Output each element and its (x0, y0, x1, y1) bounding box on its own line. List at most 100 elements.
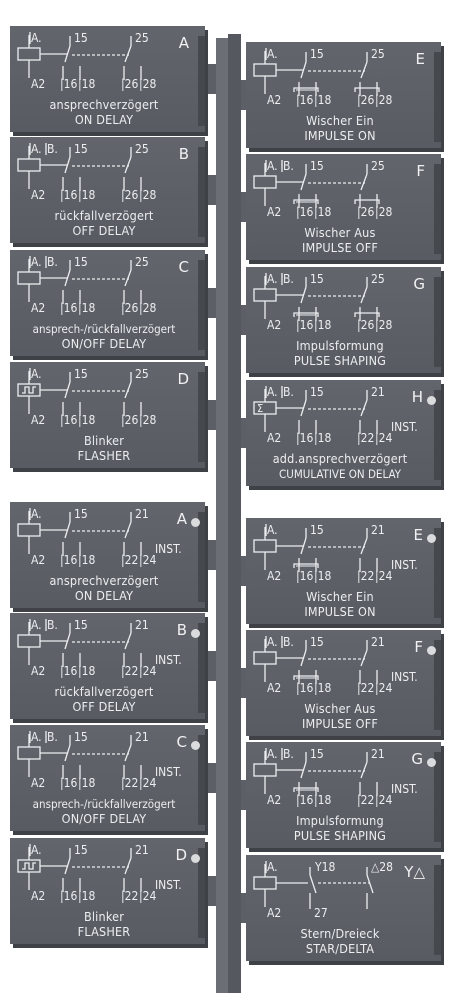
terminal-18: |18 (314, 205, 332, 219)
terminal-a2: A2 (31, 664, 45, 678)
indicator-dot-icon (191, 629, 200, 638)
description-german: rückfallverzögert (54, 684, 154, 699)
terminal-18: |18 (314, 569, 332, 583)
instantaneous-label: INST. (155, 653, 182, 667)
label-edge (434, 390, 441, 480)
indicator-dot-icon (191, 741, 200, 750)
description-english: ON DELAY (74, 112, 134, 127)
terminal-18: |18 (78, 664, 96, 678)
terminal-a1: A. (31, 730, 42, 744)
terminal-second-nc: |26 (121, 413, 139, 427)
terminal-b1: B. (283, 747, 294, 761)
terminal-second-no: |28 (375, 205, 393, 219)
description-german: Stern/Dreieck (300, 926, 380, 941)
terminal-a2: A2 (31, 301, 45, 315)
function-letter: C (176, 733, 187, 751)
connector-tab (241, 893, 246, 923)
terminal-27: △28 (371, 860, 393, 874)
terminal-second-common: 21 (371, 385, 385, 399)
description-english: PULSE SHAPING (293, 828, 387, 843)
terminal-a1: A. (31, 367, 42, 381)
terminal-a2: A2 (267, 906, 281, 920)
connector-tab (205, 64, 216, 94)
terminal-b1: B. (283, 635, 294, 649)
connector-tab (241, 418, 246, 448)
indicator-dot-icon (427, 758, 436, 767)
connector-tab (205, 651, 216, 681)
terminal-16: |16 (60, 188, 78, 202)
terminal-a2: A2 (31, 553, 45, 567)
function-letter: B (178, 145, 189, 163)
terminal-second-common: 25 (135, 367, 149, 381)
description-english: IMPULSE ON (304, 604, 376, 619)
label-edge (434, 752, 441, 842)
terminal-second-no: |24 (375, 793, 393, 807)
terminal-a1: A. (267, 385, 278, 399)
terminal-second-common: 21 (371, 523, 385, 537)
function-letter: E (415, 50, 425, 68)
description-english: OFF DELAY (72, 223, 136, 238)
terminal-a1: A. (267, 635, 278, 649)
terminal-a1: A. (267, 860, 278, 874)
terminal-b1: B. (283, 272, 294, 286)
terminal-second-no: |28 (139, 77, 157, 91)
terminal-15: 15 (74, 843, 88, 857)
label-edge (198, 260, 205, 350)
terminal-17: Y18 (314, 860, 335, 874)
function-letter: B (176, 621, 187, 639)
terminal-16: |16 (60, 553, 78, 567)
terminal-15: 15 (310, 523, 324, 537)
connector-tab (241, 668, 246, 698)
sigma-icon: Σ (257, 402, 263, 415)
terminal-15: 15 (74, 367, 88, 381)
carrier-spine-right (228, 34, 241, 993)
function-letter: H (411, 388, 423, 406)
terminal-second-common: 21 (135, 507, 149, 521)
description-english: IMPULSE OFF (301, 716, 379, 731)
terminal-second-nc: |26 (357, 205, 375, 219)
terminal-a1: A. (31, 507, 42, 521)
terminal-second-nc: |26 (357, 318, 375, 332)
connector-tab (205, 175, 216, 205)
terminal-second-common: 21 (371, 635, 385, 649)
function-letter: D (177, 370, 189, 388)
terminal-a1: A. (267, 159, 278, 173)
terminal-second-no: |24 (139, 553, 157, 567)
indicator-dot-icon (427, 646, 436, 655)
label-edge (198, 848, 205, 938)
instantaneous-label: INST. (391, 670, 418, 684)
terminal-15: 15 (310, 385, 324, 399)
terminal-a2: A2 (267, 205, 281, 219)
terminal-second-no: |24 (375, 431, 393, 445)
description-german: ansprechverzögert (49, 97, 159, 112)
description-german: Impulsformung (296, 813, 384, 828)
terminal-18: |18 (314, 793, 332, 807)
description-english: PULSE SHAPING (293, 353, 387, 368)
function-letter: C (178, 258, 189, 276)
function-letter: E (413, 526, 423, 544)
terminal-a2: A2 (267, 569, 281, 583)
terminal-a2: A2 (267, 431, 281, 445)
label-edge (434, 865, 441, 955)
